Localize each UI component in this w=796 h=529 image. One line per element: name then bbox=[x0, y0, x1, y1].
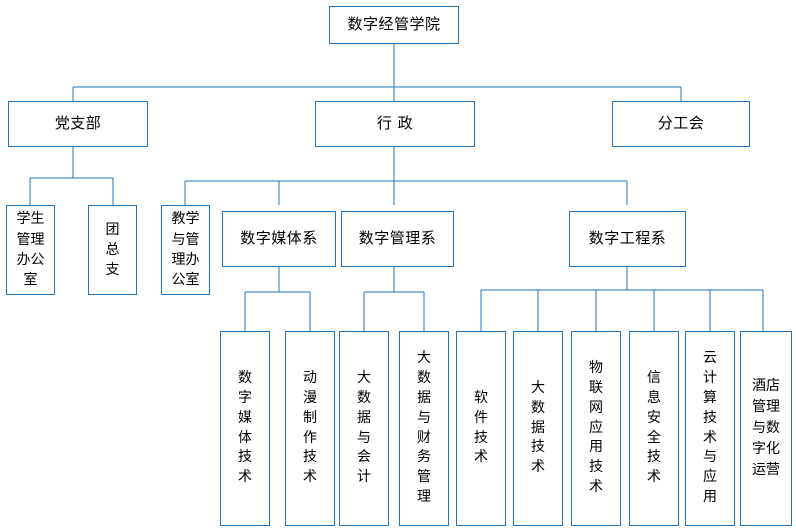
node-label: 大 数 据 与 财 务 管 理 bbox=[417, 350, 431, 506]
node-label: 教学 与管 理办 公室 bbox=[171, 211, 200, 289]
node-label: 团 总 支 bbox=[105, 221, 120, 279]
node-major-bigdata-accounting[interactable]: 大 数 据 与 会 计 bbox=[339, 331, 389, 526]
node-label: 数字媒体系 bbox=[240, 229, 318, 248]
node-major-iot-application-technology[interactable]: 物 联 网 应 用 技 术 bbox=[571, 331, 621, 526]
node-label: 行 政 bbox=[376, 114, 414, 133]
node-major-software-technology[interactable]: 软 件 技 术 bbox=[456, 331, 506, 526]
node-label: 学生 管理 办公 室 bbox=[16, 211, 45, 289]
node-digital-management-department[interactable]: 数字管理系 bbox=[341, 211, 454, 267]
node-label: 数 字 媒 体 技 术 bbox=[238, 369, 252, 486]
node-label: 动 漫 制 作 技 术 bbox=[303, 369, 317, 486]
node-digital-media-department[interactable]: 数字媒体系 bbox=[222, 211, 336, 267]
node-labor-union[interactable]: 分工会 bbox=[612, 101, 750, 147]
node-label: 分工会 bbox=[657, 114, 705, 133]
node-label: 数字工程系 bbox=[588, 229, 667, 248]
node-major-animation-production-technology[interactable]: 动 漫 制 作 技 术 bbox=[285, 331, 335, 526]
node-youth-league-branch[interactable]: 团 总 支 bbox=[88, 205, 137, 295]
node-label: 信 息 安 全 技 术 bbox=[647, 369, 661, 486]
node-label: 云 计 算 技 术 与 应 用 bbox=[703, 350, 717, 506]
node-teaching-management-office[interactable]: 教学 与管 理办 公室 bbox=[161, 205, 210, 295]
node-administration[interactable]: 行 政 bbox=[315, 101, 475, 147]
node-root-college[interactable]: 数字经管学院 bbox=[329, 6, 459, 44]
node-label: 数字管理系 bbox=[358, 229, 437, 248]
node-major-information-security-technology[interactable]: 信 息 安 全 技 术 bbox=[629, 331, 679, 526]
node-major-bigdata-financial-management[interactable]: 大 数 据 与 财 务 管 理 bbox=[399, 331, 449, 526]
node-label: 酒店 管理 与数 字化 运营 bbox=[752, 378, 780, 478]
node-major-bigdata-technology[interactable]: 大 数 据 技 术 bbox=[513, 331, 563, 526]
node-party-branch[interactable]: 党支部 bbox=[8, 101, 148, 147]
node-major-cloud-computing-technology[interactable]: 云 计 算 技 术 与 应 用 bbox=[685, 331, 735, 526]
node-digital-engineering-department[interactable]: 数字工程系 bbox=[569, 211, 686, 267]
node-label: 数字经管学院 bbox=[347, 15, 441, 34]
node-major-hotel-management-digital-operation[interactable]: 酒店 管理 与数 字化 运营 bbox=[740, 331, 792, 526]
node-major-digital-media-technology[interactable]: 数 字 媒 体 技 术 bbox=[220, 331, 270, 526]
node-student-management-office[interactable]: 学生 管理 办公 室 bbox=[6, 205, 55, 295]
node-label: 软 件 技 术 bbox=[474, 389, 488, 466]
node-label: 大 数 据 技 术 bbox=[531, 379, 545, 476]
node-label: 大 数 据 与 会 计 bbox=[357, 369, 371, 486]
node-label: 物 联 网 应 用 技 术 bbox=[589, 359, 603, 496]
node-label: 党支部 bbox=[54, 114, 102, 133]
